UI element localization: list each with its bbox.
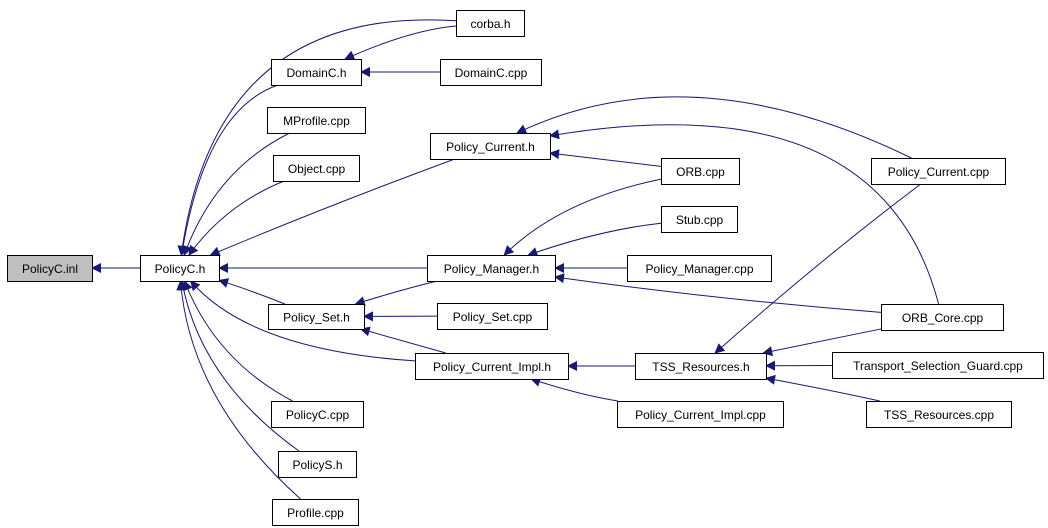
- node-label: corba.h: [470, 17, 510, 31]
- node-profile-cpp[interactable]: Profile.cpp: [272, 499, 359, 526]
- node-box: [617, 401, 784, 428]
- node-box: [832, 352, 1044, 379]
- edge-policy_current_cpp-to-tss_resources_h: [714, 183, 922, 354]
- node-tss-resources-cpp[interactable]: TSS_Resources.cpp: [866, 401, 1012, 428]
- node-box: [272, 499, 359, 526]
- node-stub-cpp[interactable]: Stub.cpp: [661, 206, 738, 233]
- node-tss-resources-h[interactable]: TSS_Resources.h: [635, 353, 767, 380]
- node-box: [635, 353, 767, 380]
- node-box: [866, 401, 1012, 428]
- node-box: [140, 255, 220, 282]
- node-box: [273, 155, 360, 182]
- edge-corba_h-to-domainc_h: [344, 25, 457, 60]
- edge-policyc_cpp-to-policyc_h: [183, 280, 293, 402]
- node-label: PolicyC.inl: [22, 262, 78, 276]
- node-label: Policy_Manager.cpp: [645, 262, 753, 276]
- node-box: [267, 107, 366, 134]
- edges: [91, 19, 940, 500]
- node-box: [271, 401, 364, 428]
- node-policy-current-h[interactable]: Policy_Current.h: [430, 133, 551, 160]
- node-orb-core-cpp[interactable]: ORB_Core.cpp: [881, 304, 1004, 331]
- edge-profile_cpp-to-policyc_h: [176, 280, 301, 500]
- node-box: [871, 158, 1006, 185]
- edge-corba_h-to-policyc_h: [177, 19, 457, 256]
- node-label: TSS_Resources.cpp: [884, 408, 994, 422]
- node-label: PolicyS.h: [292, 458, 342, 472]
- edge-orb_core_cpp-to-tss_resources_h: [762, 328, 882, 357]
- node-orb-cpp[interactable]: ORB.cpp: [661, 158, 740, 185]
- edge-orb_cpp-to-policy_manager_h: [503, 178, 662, 256]
- edge-policy_set_h-to-policyc_h: [218, 278, 286, 305]
- node-box: [427, 255, 556, 282]
- node-corba-h[interactable]: corba.h: [456, 10, 525, 37]
- node-box: [881, 304, 1004, 331]
- node-label: Policy_Set.h: [283, 311, 350, 325]
- node-policy-set-h[interactable]: Policy_Set.h: [268, 304, 365, 330]
- node-policyc-inl[interactable]: PolicyC.inl: [7, 255, 93, 282]
- node-label: PolicyC.h: [155, 262, 206, 276]
- node-label: Profile.cpp: [287, 506, 344, 520]
- node-policy-set-cpp[interactable]: Policy_Set.cpp: [437, 303, 548, 330]
- node-mprofile-cpp[interactable]: MProfile.cpp: [267, 107, 366, 134]
- node-label: Policy_Current_Impl.h: [433, 360, 551, 374]
- node-transport-selection-guard-cpp[interactable]: Transport_Selection_Guard.cpp: [832, 352, 1044, 379]
- node-label: Stub.cpp: [676, 213, 724, 227]
- edge-orb_cpp-to-policy_current_h: [549, 149, 662, 167]
- node-label: Policy_Current.cpp: [888, 165, 990, 179]
- edge-policy_current_impl_cpp-to-policy_current_impl_h: [530, 377, 618, 402]
- node-label: Policy_Set.cpp: [453, 310, 533, 324]
- node-object-cpp[interactable]: Object.cpp: [273, 155, 360, 182]
- edge-mprofile_cpp-to-policyc_h: [182, 132, 290, 256]
- node-box: [268, 304, 365, 330]
- node-label: Policy_Manager.h: [444, 262, 539, 276]
- node-label: PolicyC.cpp: [286, 408, 350, 422]
- node-box: [440, 59, 542, 86]
- node-label: Transport_Selection_Guard.cpp: [853, 359, 1023, 373]
- node-box: [7, 255, 93, 282]
- node-box: [415, 353, 569, 380]
- edge-policy_current_cpp-to-policy_current_h: [516, 96, 912, 159]
- node-policy-current-cpp[interactable]: Policy_Current.cpp: [871, 158, 1006, 185]
- node-label: DomainC.h: [286, 66, 346, 80]
- node-policy-manager-cpp[interactable]: Policy_Manager.cpp: [627, 255, 772, 282]
- node-policy-current-impl-cpp[interactable]: Policy_Current_Impl.cpp: [617, 401, 784, 428]
- node-box: [437, 303, 548, 330]
- node-domainc-h[interactable]: DomainC.h: [271, 59, 362, 86]
- node-policy-current-impl-h[interactable]: Policy_Current_Impl.h: [415, 353, 569, 380]
- node-policy-manager-h[interactable]: Policy_Manager.h: [427, 255, 556, 282]
- node-label: ORB_Core.cpp: [902, 311, 984, 325]
- node-policyc-h[interactable]: PolicyC.h: [140, 255, 220, 282]
- node-box: [430, 133, 551, 160]
- node-policyc-cpp[interactable]: PolicyC.cpp: [271, 401, 364, 428]
- edge-policy_current_impl_h-to-policyc_h: [190, 280, 416, 362]
- edge-policys_h-to-policyc_h: [178, 280, 300, 452]
- edge-stub_cpp-to-policy_manager_h: [527, 222, 662, 257]
- node-box: [627, 255, 772, 282]
- edge-tss_resources_cpp-to-tss_resources_h: [765, 374, 880, 402]
- node-box: [278, 451, 357, 478]
- edge-orb_core_cpp-to-policy_current_h: [549, 124, 940, 305]
- node-label: ORB.cpp: [676, 165, 725, 179]
- node-box: [661, 158, 740, 185]
- node-label: Object.cpp: [288, 162, 346, 176]
- edge-policy_current_h-to-policyc_h: [209, 158, 455, 257]
- node-box: [456, 10, 525, 37]
- node-label: MProfile.cpp: [283, 114, 350, 128]
- node-label: DomainC.cpp: [455, 66, 528, 80]
- node-box: [271, 59, 362, 86]
- edge-policy_current_impl_h-to-policy_set_h: [359, 326, 446, 354]
- node-policys-h[interactable]: PolicyS.h: [278, 451, 357, 478]
- edge-orb_core_cpp-to-policy_manager_h: [554, 273, 882, 313]
- node-label: Policy_Current.h: [446, 140, 535, 154]
- node-box: [661, 206, 738, 233]
- node-domainc-cpp[interactable]: DomainC.cpp: [440, 59, 542, 86]
- edge-domainc_h-to-policyc_h: [178, 84, 279, 256]
- edge-object_cpp-to-policyc_h: [188, 180, 285, 256]
- edge-policy_manager_h-to-policy_set_h: [354, 280, 438, 307]
- node-label: Policy_Current_Impl.cpp: [635, 408, 766, 422]
- node-label: TSS_Resources.h: [652, 360, 749, 374]
